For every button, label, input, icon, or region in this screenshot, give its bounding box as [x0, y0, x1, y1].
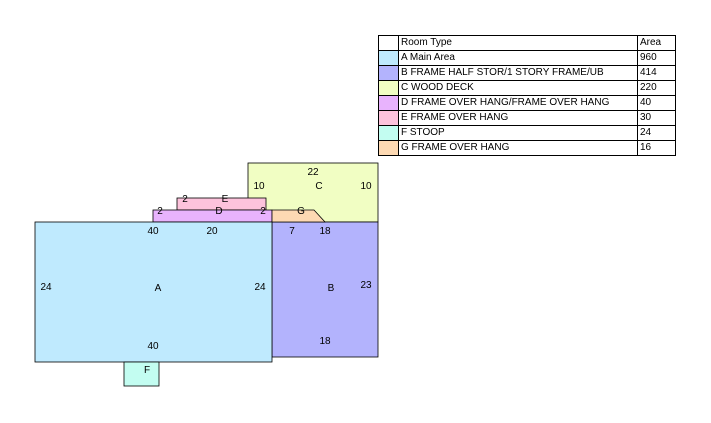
area-d-left-dim: 2 [157, 206, 163, 217]
area-c-top-dim: 22 [307, 167, 319, 178]
area-b-top-dim: 18 [319, 226, 331, 237]
legend-swatch [378, 50, 399, 66]
area-b-bottom-dim: 18 [319, 336, 331, 347]
area-b-right-dim: 23 [360, 280, 372, 291]
area-a-shape [34, 221, 273, 363]
legend-swatch [378, 140, 399, 156]
area-d-label: D [215, 206, 222, 217]
legend-table: Room Type Area A Main Area 960 B FRAME H… [378, 35, 676, 156]
legend-swatch [378, 65, 399, 81]
area-f-shape [123, 361, 160, 387]
area-a-top2-dim: 20 [206, 226, 218, 237]
legend-area: 414 [637, 65, 676, 81]
legend-area: 16 [637, 140, 676, 156]
area-d-right-dim: 2 [260, 206, 266, 217]
legend-row: A Main Area 960 [378, 50, 676, 66]
area-e-label: E [222, 194, 229, 205]
area-g-label: G [297, 206, 305, 217]
area-f-label: F [144, 365, 150, 376]
area-a-label: A [155, 283, 162, 294]
legend-row: G FRAME OVER HANG 16 [378, 140, 676, 156]
area-a-right-dim: 24 [254, 282, 266, 293]
area-c-left-dim: 10 [253, 181, 265, 192]
area-d-shape [152, 209, 273, 223]
legend-row: F STOOP 24 [378, 125, 676, 141]
area-a-top-dim: 40 [147, 226, 159, 237]
area-a-bottom-dim: 40 [147, 341, 159, 352]
legend-room-type: G FRAME OVER HANG [398, 140, 638, 156]
area-b-label: B [328, 283, 335, 294]
area-c-right-dim: 10 [360, 181, 372, 192]
area-e-left-dim: 2 [182, 194, 188, 205]
area-b-top-left-dim: 7 [289, 226, 295, 237]
legend-row: B FRAME HALF STOR/1 STORY FRAME/UB 414 [378, 65, 676, 81]
area-g-shape [271, 209, 326, 223]
area-a-left-dim: 24 [40, 282, 52, 293]
area-b-shape [271, 221, 379, 358]
area-c-label: C [315, 181, 322, 192]
legend-area: 960 [637, 50, 676, 66]
